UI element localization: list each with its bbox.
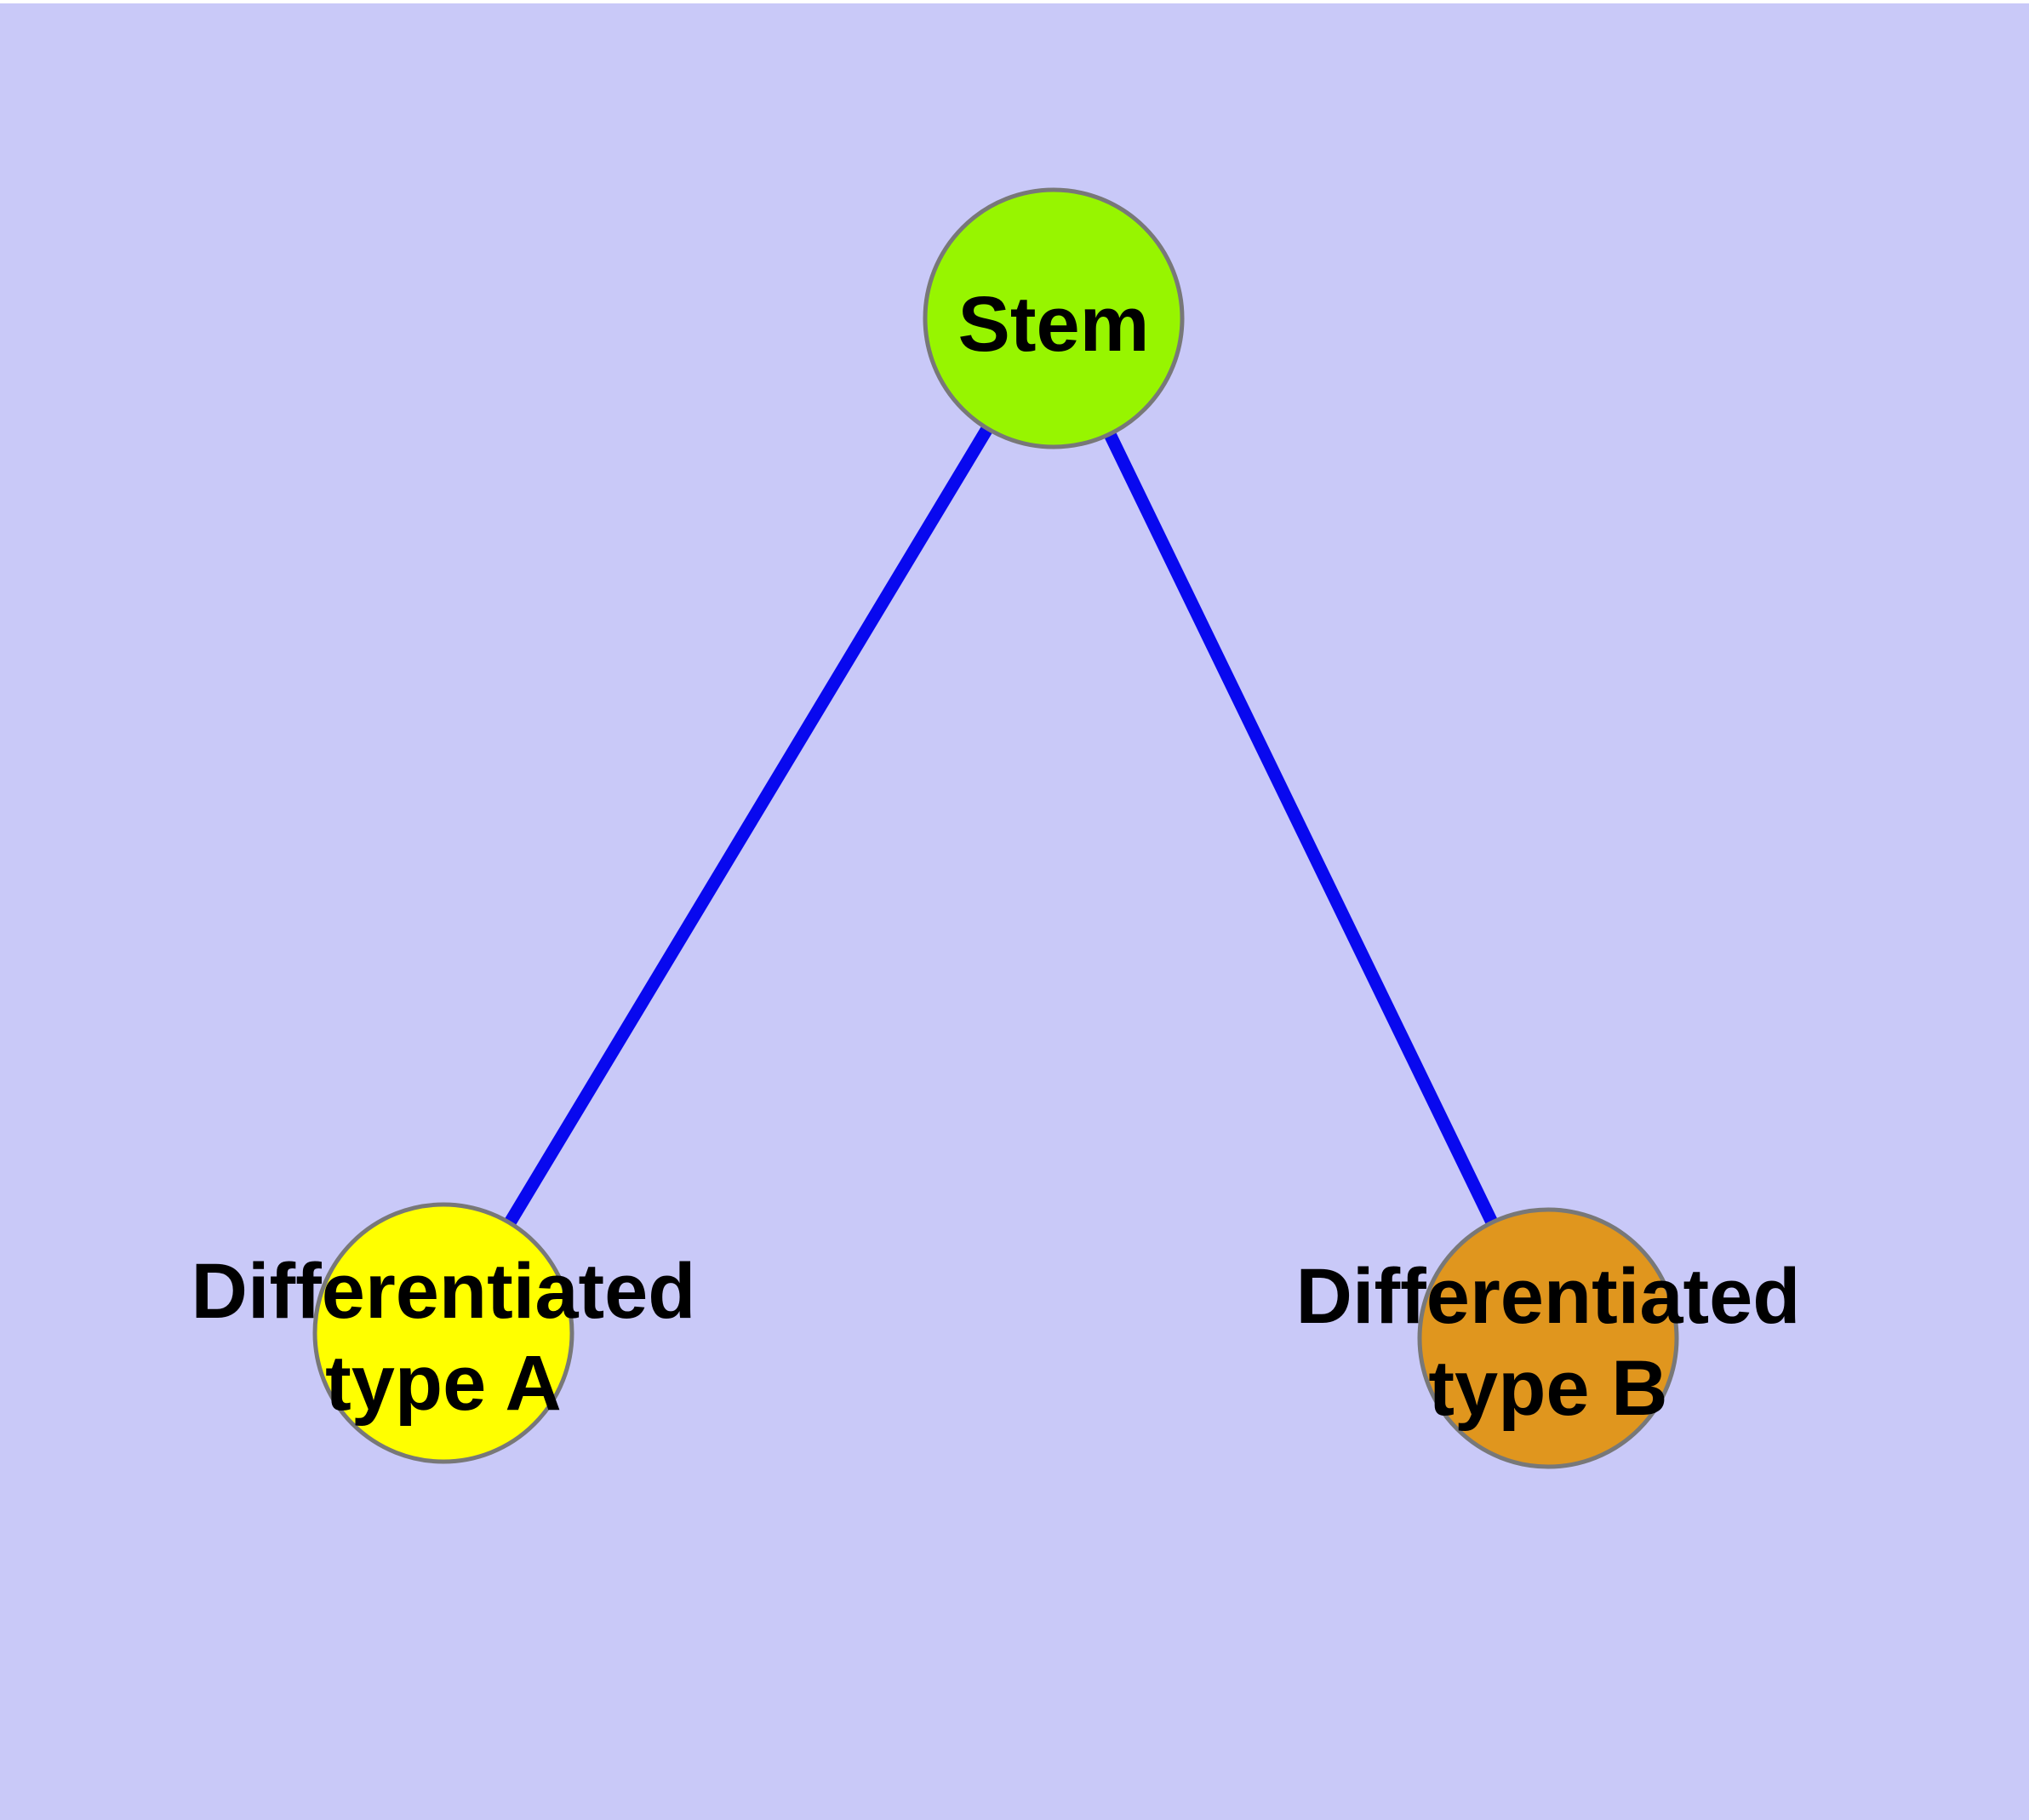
node-type-b-label-line1: Differentiated <box>1296 1253 1801 1340</box>
node-differentiated-type-b <box>1417 1207 1679 1469</box>
node-stem <box>923 187 1185 449</box>
node-type-a-label-line1: Differentiated <box>191 1248 696 1335</box>
node-stem-label: Stem <box>958 281 1150 368</box>
edge-stem-to-type-a <box>437 315 1060 1336</box>
edge-stem-to-type-b <box>1048 315 1554 1342</box>
node-differentiated-type-a <box>312 1202 574 1464</box>
node-type-b-label-line2: type B <box>1428 1345 1667 1432</box>
node-type-a-label-line2: type A <box>325 1340 562 1427</box>
